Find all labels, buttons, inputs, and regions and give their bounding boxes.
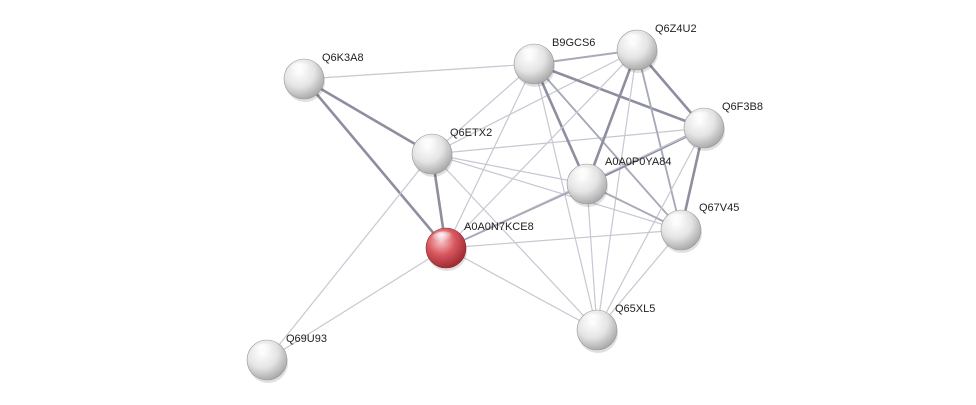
node-label: A0A0P0YA84: [605, 156, 671, 168]
node-label: Q6ETX2: [450, 127, 492, 139]
edge-A0A0N7KCE8-Q69U93: [266, 247, 447, 361]
node-highlight: [289, 62, 315, 78]
node-B9GCS6[interactable]: B9GCS6: [513, 37, 595, 87]
node-highlight: [666, 213, 692, 229]
edge-Q6ETX2-Q6Z4U2: [431, 49, 638, 155]
edge-Q6ETX2-Q65XL5: [431, 153, 598, 331]
node-label: Q69U93: [286, 333, 327, 345]
node-label: B9GCS6: [552, 37, 595, 49]
edge-Q67V45-A0A0N7KCE8: [445, 229, 682, 249]
edge-Q6Z4U2-Q65XL5: [596, 49, 638, 331]
edge-A0A0P0YA84-A0A0N7KCE8: [445, 183, 588, 249]
node-highlight: [431, 231, 457, 247]
node-label: Q65XL5: [615, 303, 655, 315]
node-highlight: [252, 343, 278, 359]
edge-Q6Z4U2-A0A0N7KCE8: [445, 49, 638, 249]
node-A0A0P0YA84[interactable]: A0A0P0YA84: [566, 156, 671, 207]
node-A0A0N7KCE8[interactable]: A0A0N7KCE8: [425, 221, 534, 271]
edge-B9GCS6-A0A0P0YA84: [532, 62, 589, 186]
node-label: Q6Z4U2: [655, 23, 697, 35]
nodes-layer: Q6K3A8 B9GCS6 Q6Z4U2Q6F3B8Q6ETX2A0A0P0YA84…: [246, 23, 763, 383]
edge-Q6F3B8-Q65XL5: [596, 127, 705, 331]
node-Q6F3B8[interactable]: Q6F3B8: [683, 101, 763, 151]
node-highlight: [572, 167, 598, 183]
node-label: Q6K3A8: [322, 52, 364, 64]
node-Q6Z4U2[interactable]: Q6Z4U2: [616, 23, 697, 73]
node-Q6K3A8[interactable]: Q6K3A8: [283, 52, 364, 102]
edge-Q67V45-Q65XL5: [596, 229, 682, 331]
node-label: Q6F3B8: [722, 101, 763, 113]
edge-Q6K3A8-B9GCS6: [303, 63, 535, 80]
edge-A0A0N7KCE8-Q65XL5: [445, 247, 598, 331]
node-Q6ETX2[interactable]: Q6ETX2: [411, 127, 492, 177]
node-highlight: [622, 33, 648, 49]
edge-Q6ETX2-Q67V45: [431, 153, 682, 231]
node-Q67V45[interactable]: Q67V45: [660, 202, 739, 253]
node-highlight: [582, 313, 608, 329]
edge-Q6Z4U2-Q67V45: [636, 49, 682, 231]
edge-Q6K3A8-Q6ETX2: [302, 77, 434, 156]
node-label: A0A0N7KCE8: [464, 221, 534, 233]
edge-Q6K3A8-A0A0N7KCE8: [302, 77, 448, 250]
node-highlight: [417, 137, 443, 153]
node-label: Q67V45: [699, 202, 739, 214]
node-highlight: [689, 111, 715, 127]
edge-Q6Z4U2-A0A0P0YA84: [585, 48, 639, 186]
node-Q65XL5[interactable]: Q65XL5: [576, 303, 655, 353]
edge-B9GCS6-Q67V45: [533, 63, 682, 231]
edge-B9GCS6-Q65XL5: [533, 63, 598, 331]
node-highlight: [519, 47, 545, 63]
node-Q69U93[interactable]: Q69U93: [246, 333, 327, 383]
edge-B9GCS6-A0A0N7KCE8: [445, 63, 535, 249]
edge-Q6ETX2-B9GCS6: [431, 63, 535, 155]
edge-A0A0P0YA84-Q65XL5: [586, 183, 598, 331]
edge-Q6ETX2-Q69U93: [266, 153, 433, 361]
